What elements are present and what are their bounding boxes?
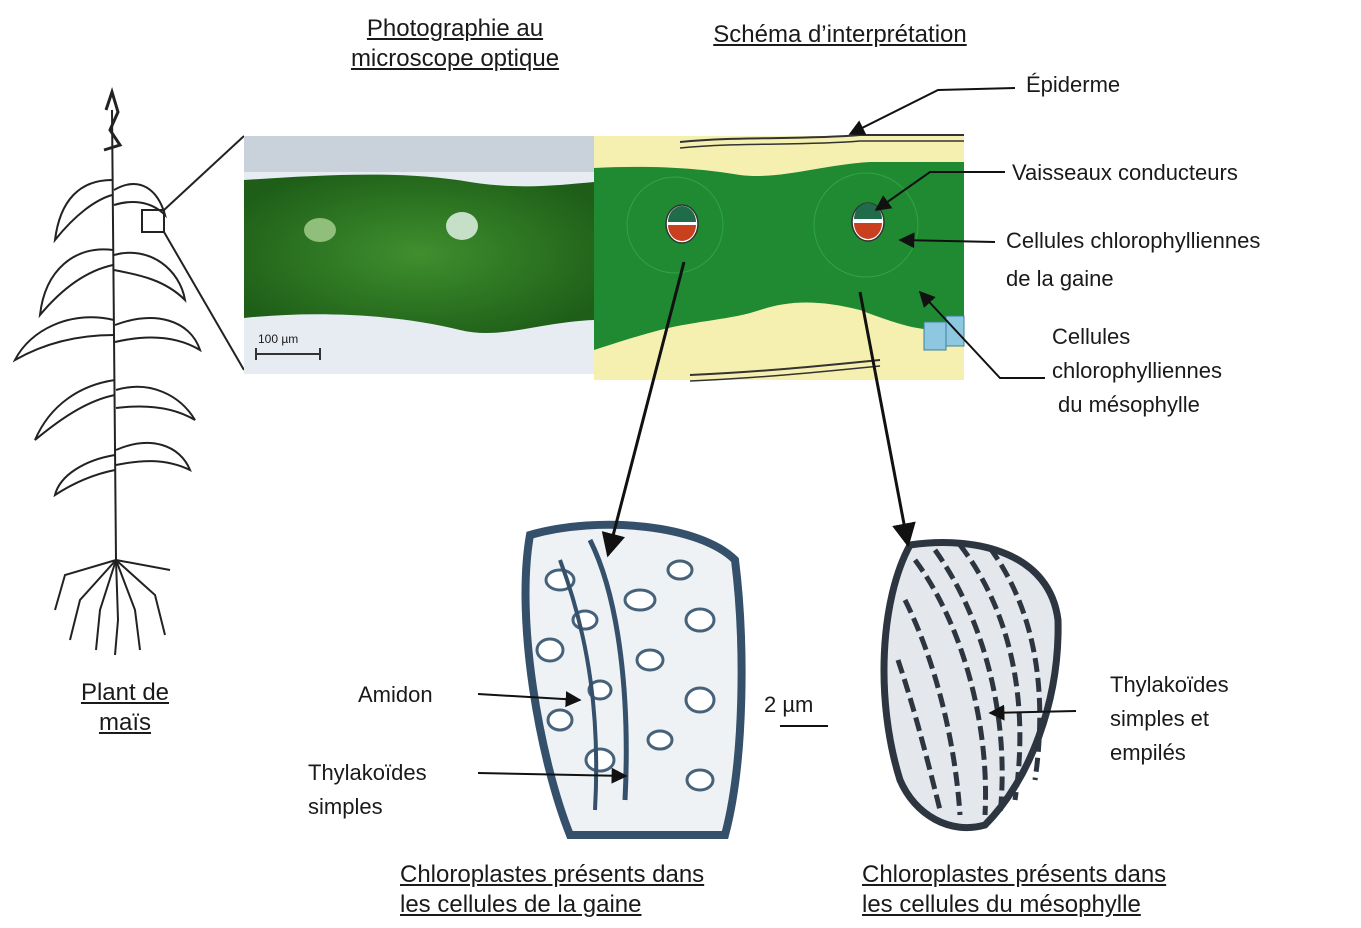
- label-gaine-line1: Cellules chlorophylliennes: [1006, 226, 1260, 256]
- label-gaine-line2: de la gaine: [1006, 264, 1260, 294]
- label-epiderme: Épiderme: [1026, 70, 1120, 100]
- label-vaisseaux: Vaisseaux conducteurs: [1012, 158, 1238, 188]
- interpretation-schema: [594, 135, 964, 381]
- arrow-epiderme: [850, 88, 1015, 134]
- label-gaine-cells: Cellules chlorophylliennes de la gaine: [1006, 226, 1260, 294]
- label-thyla-empile-line1: Thylakoïdes: [1110, 670, 1229, 700]
- label-meso-cells: Cellules chlorophylliennes du mésophylle: [1052, 322, 1222, 420]
- em-scale-label: 2 µm: [764, 690, 813, 720]
- label-amidon: Amidon: [358, 680, 433, 710]
- label-thyla-simple-line2: simples: [308, 792, 427, 822]
- maize-plant-illustration: [15, 92, 244, 655]
- label-meso-line1: Cellules: [1052, 322, 1222, 352]
- label-thylakoides-empiles: Thylakoïdes simples et empilés: [1110, 670, 1229, 768]
- label-meso-line2: chlorophylliennes: [1052, 356, 1222, 386]
- label-meso-line3: du mésophylle: [1052, 390, 1222, 420]
- label-thylakoides-simples: Thylakoïdes simples: [308, 758, 427, 822]
- meso-chloroplast-image: [884, 543, 1058, 828]
- gaine-chloroplast-image: [526, 525, 742, 835]
- label-thyla-empile-line2: simples et: [1110, 704, 1229, 734]
- label-thyla-empile-line3: empilés: [1110, 738, 1229, 768]
- label-thyla-simple-line1: Thylakoïdes: [308, 758, 427, 788]
- micro-scale-label: 100 µm: [258, 332, 298, 346]
